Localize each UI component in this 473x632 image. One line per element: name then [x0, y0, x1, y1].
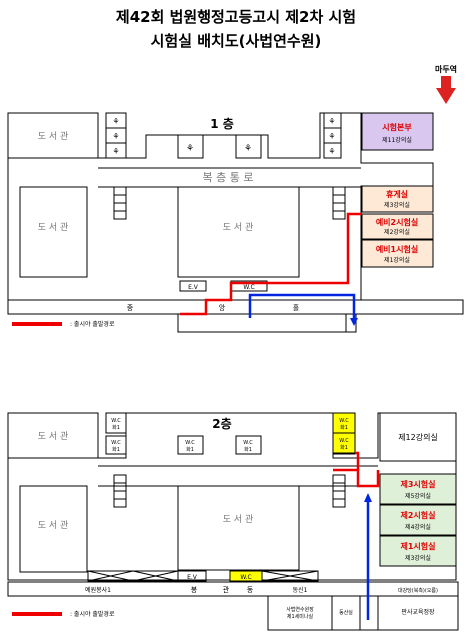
wc-sub: 화1: [186, 447, 194, 453]
title-line2: 시험실 배치도(사법연수원): [151, 32, 322, 50]
floor2-plan: [7, 412, 459, 631]
f1-wc-icons: ⚘ ⚘ ⚘ ⚘ ⚘ ⚘ ⚘ ⚘: [112, 117, 335, 156]
reserve1-name: 예비1시험실: [376, 244, 418, 254]
exam-hq-room: [361, 112, 434, 151]
reserve1-room: [361, 239, 434, 268]
f1-blue-route: [248, 293, 356, 320]
wc-icon: ⚘: [328, 147, 335, 156]
exam2-room: [379, 504, 457, 536]
f2-bottom-mid2: 동산실: [339, 609, 353, 616]
f1-floor-label: 1 층: [210, 116, 234, 131]
wc-icon: ⚘: [186, 144, 194, 154]
title-line1: 제42회 법원행정고등고시 제2차 시험: [116, 8, 356, 26]
direction-marker: 마두역: [435, 64, 457, 104]
wc-icon: ⚘: [328, 117, 335, 126]
f2-wc-yellow-3: [229, 570, 263, 582]
rest-room: [361, 185, 434, 213]
reserve1-room-label: 제1강의실: [384, 256, 410, 264]
f2-hall-4: 동: [247, 586, 254, 594]
exam3-room-label: 제5강의실: [405, 492, 431, 500]
f1-hall-2: 앙: [219, 304, 226, 312]
hq-name: 시험본부: [382, 122, 412, 132]
f1-corridor-label: 복 층 통 로: [203, 171, 254, 184]
exam2-room-label: 제4강의실: [405, 523, 431, 531]
wc-icon: ⚘: [244, 144, 252, 154]
wc-icon: ⚘: [112, 147, 119, 156]
wc-icon: ⚘: [112, 117, 119, 126]
f1-red-route: [180, 212, 362, 316]
hq-room: 제11강의실: [382, 136, 412, 144]
wc-sub: 화1: [112, 425, 120, 431]
f2-hall-1: 예원봉사1: [85, 586, 111, 594]
f2-library-top: 도 서 관: [38, 431, 69, 442]
exam3-room: [379, 473, 457, 505]
seminar-room-1: 사법연수원장: [286, 606, 314, 613]
f2-bottom-right1: 대강당(북측)(오름): [398, 587, 438, 594]
exam3-name: 제3시험실: [400, 479, 435, 489]
f2-library-center: 도 서 관: [223, 514, 254, 525]
rest-name: 휴게실: [386, 189, 408, 199]
f1-ev-label: E.V: [188, 284, 199, 291]
wc-icon: ⚘: [328, 132, 335, 141]
wc-sub: 화1: [112, 447, 120, 453]
lecture12-label: 제12강의실: [398, 432, 438, 442]
wc-label: W.C: [339, 438, 349, 444]
f1-library-top: 도 서 관: [38, 131, 69, 142]
f1-hall-3: 홀: [293, 303, 300, 312]
f2-wc-label: W.C: [240, 574, 251, 581]
f2-wc-labels: W.C 화1 W.C 화1 W.C 화1 W.C 화1 W.C 화1 W.C 화…: [111, 418, 349, 453]
f1-wc-label: W.C: [243, 284, 254, 291]
exam1-room-label: 제3강의실: [405, 554, 431, 562]
madu-station-label: 마두역: [435, 64, 457, 74]
f2-hall-2: 봉: [191, 586, 198, 594]
wc-label: W.C: [111, 418, 121, 424]
exam1-name: 제1시험실: [400, 541, 435, 551]
wc-label: W.C: [339, 418, 349, 424]
wc-label: W.C: [185, 440, 195, 446]
exam1-room: [379, 535, 457, 567]
exam2-name: 제2시험실: [400, 510, 435, 520]
f2-library-left: 도 서 관: [38, 520, 69, 531]
f2-hall-3: 관: [223, 585, 230, 594]
f2-legend-text: : 출시야 출발경로: [70, 610, 115, 618]
floor1-plan: [7, 112, 464, 333]
seminar-room-1b: 제1세미나실: [287, 613, 314, 620]
wc-icon: ⚘: [112, 132, 119, 141]
rest-room-label: 제3강의실: [384, 201, 410, 209]
f2-floor-label: 2층: [212, 416, 231, 431]
f2-red-route-1: [333, 468, 380, 488]
arrow-down-icon: [436, 88, 456, 104]
reserve2-room-label: 제2강의실: [384, 228, 410, 236]
wc-label: W.C: [243, 440, 253, 446]
f2-ev-label: E.V: [187, 574, 198, 581]
reserve2-room: [361, 213, 434, 240]
wc-sub: 화1: [340, 425, 348, 431]
reserve2-name: 예비2시험실: [376, 217, 418, 227]
wc-sub: 화1: [244, 447, 252, 453]
wc-label: W.C: [111, 440, 121, 446]
f2-wc-yellow-2: [332, 432, 356, 454]
f1-hall-1: 중: [127, 304, 134, 312]
f1-library-center: 도 서 관: [223, 222, 254, 233]
f2-hall-5: 동신1: [293, 586, 308, 594]
wc-sub: 화1: [340, 445, 348, 451]
f1-legend-text: : 출시야 출발경로: [70, 320, 115, 328]
f2-bottom-right2: 판사교육정장: [401, 608, 435, 616]
f1-library-left: 도 서 관: [38, 222, 69, 233]
